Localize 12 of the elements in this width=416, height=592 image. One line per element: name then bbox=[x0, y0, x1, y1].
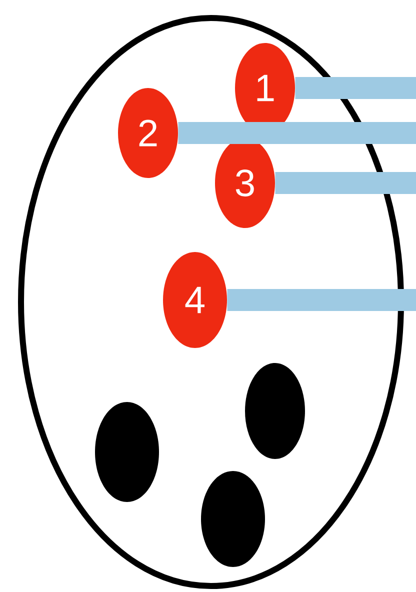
filled-oval bbox=[201, 471, 265, 567]
leader-bar bbox=[275, 172, 416, 194]
numbered-oval: 1 bbox=[235, 43, 295, 133]
leader-bar bbox=[295, 77, 416, 99]
filled-oval bbox=[245, 363, 305, 459]
leader-bar bbox=[227, 289, 416, 311]
leader-bar bbox=[178, 122, 416, 144]
numbered-oval: 3 bbox=[215, 138, 275, 228]
numbered-oval: 2 bbox=[118, 88, 178, 178]
outline-ellipse bbox=[18, 15, 404, 589]
numbered-oval: 4 bbox=[163, 252, 227, 348]
filled-oval bbox=[95, 402, 159, 502]
